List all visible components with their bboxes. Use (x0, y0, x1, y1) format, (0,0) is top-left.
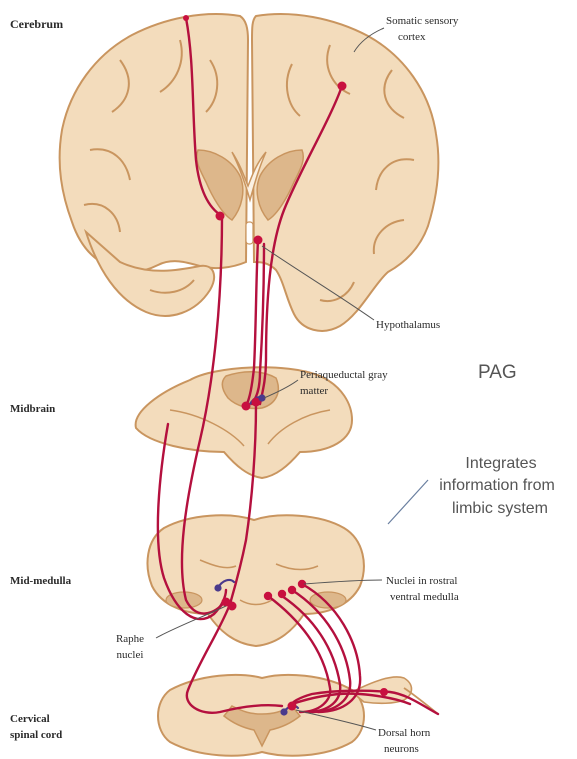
label-integrates-line-1: Integrates (465, 455, 536, 472)
label-midbrain: Midbrain (10, 403, 55, 415)
integrates-annotation-line (388, 480, 428, 524)
third-ventricle (246, 222, 253, 244)
label-somatic-line-1: Somatic sensory (386, 15, 459, 27)
rvm-neuron-1 (264, 592, 272, 600)
label-mid-medulla: Mid-medulla (10, 575, 72, 587)
label-raphe-line-2: nuclei (117, 649, 144, 661)
label-integrates-line-3: limbic system (452, 500, 548, 517)
label-nuclei-line-1: Nuclei in rostral (386, 575, 457, 587)
label-pag-line-2: matter (300, 385, 328, 397)
label-cerebrum: Cerebrum (10, 17, 63, 31)
midbrain-section (136, 367, 352, 478)
label-integrates-line-2: information from (439, 477, 555, 494)
label-raphe-line-1: Raphe (116, 633, 144, 645)
label-cervical-line-2: spinal cord (10, 729, 62, 741)
cerebrum-section (60, 14, 439, 331)
label-cervical-line-1: Cervical (10, 713, 50, 725)
label-somatic-line-2: cortex (398, 31, 426, 43)
label-pag-annotation: PAG (478, 362, 517, 383)
pag-neuron-1 (242, 402, 251, 411)
left-cortex-neuron (216, 212, 225, 221)
dorsal-horn-neuron (288, 702, 297, 711)
label-hypothalamus: Hypothalamus (376, 319, 440, 331)
ganglion-neuron (380, 688, 388, 696)
label-nuclei-line-2: ventral medulla (390, 591, 459, 603)
rvm-neuron-3 (288, 586, 296, 594)
raphe-neuron-2 (228, 602, 237, 611)
label-dorsal-line-1: Dorsal horn (378, 727, 431, 739)
label-dorsal-line-2: neurons (384, 743, 419, 755)
label-pag-line-1: Periaqueductal gray (300, 369, 388, 381)
hypothalamus-neuron (254, 236, 263, 245)
raphe-interneuron-body (214, 584, 221, 591)
cortex-top-neuron (183, 15, 189, 21)
somatic-cortex-neuron (338, 82, 347, 91)
rvm-neuron-2 (278, 590, 286, 598)
dorsal-horn-interneuron-body (280, 708, 287, 715)
